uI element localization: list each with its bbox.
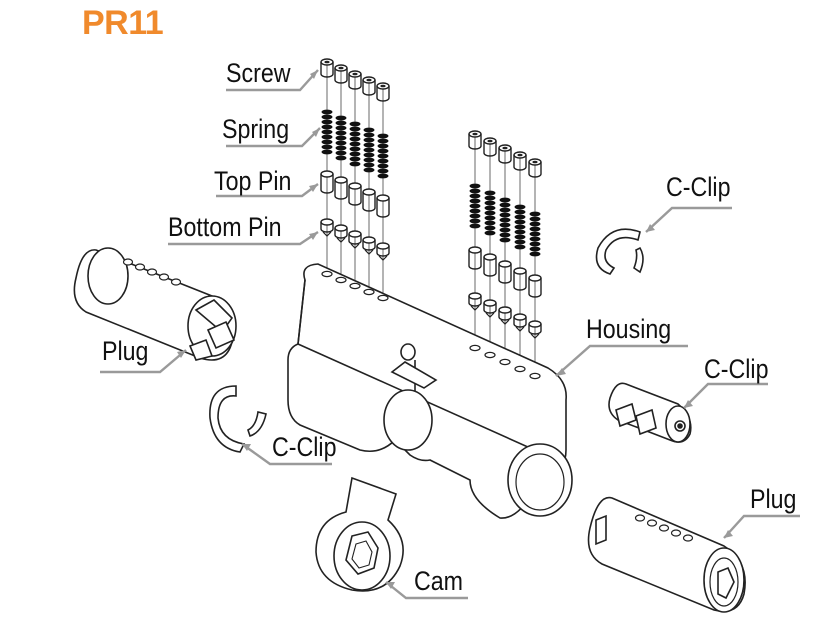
diagram-title: PR11 [82, 4, 164, 42]
label-top-pin: Top Pin [214, 166, 292, 196]
label-cam: Cam [414, 566, 464, 596]
label-screw: Screw [226, 58, 291, 88]
c-clip-top-part [595, 228, 644, 275]
label-c-clip-right: C-Clip [704, 354, 769, 384]
label-c-clip-top: C-Clip [666, 172, 731, 202]
label-plug-right: Plug [750, 484, 797, 514]
leader-arrowheads [177, 70, 733, 589]
plug-left-part [73, 247, 237, 361]
label-housing: Housing [586, 314, 672, 344]
label-bottom-pin: Bottom Pin [168, 212, 282, 242]
label-spring: Spring [222, 114, 290, 144]
label-plug-left: Plug [102, 336, 149, 366]
plug-right-part [587, 496, 746, 613]
c-clip-right-part [608, 382, 692, 443]
cam-part [315, 476, 404, 592]
right-pin-stack [468, 130, 542, 373]
label-c-clip-left: C-Clip [272, 432, 337, 462]
c-clip-left-part [209, 385, 267, 453]
housing [287, 263, 573, 519]
left-pin-stack [320, 58, 390, 294]
